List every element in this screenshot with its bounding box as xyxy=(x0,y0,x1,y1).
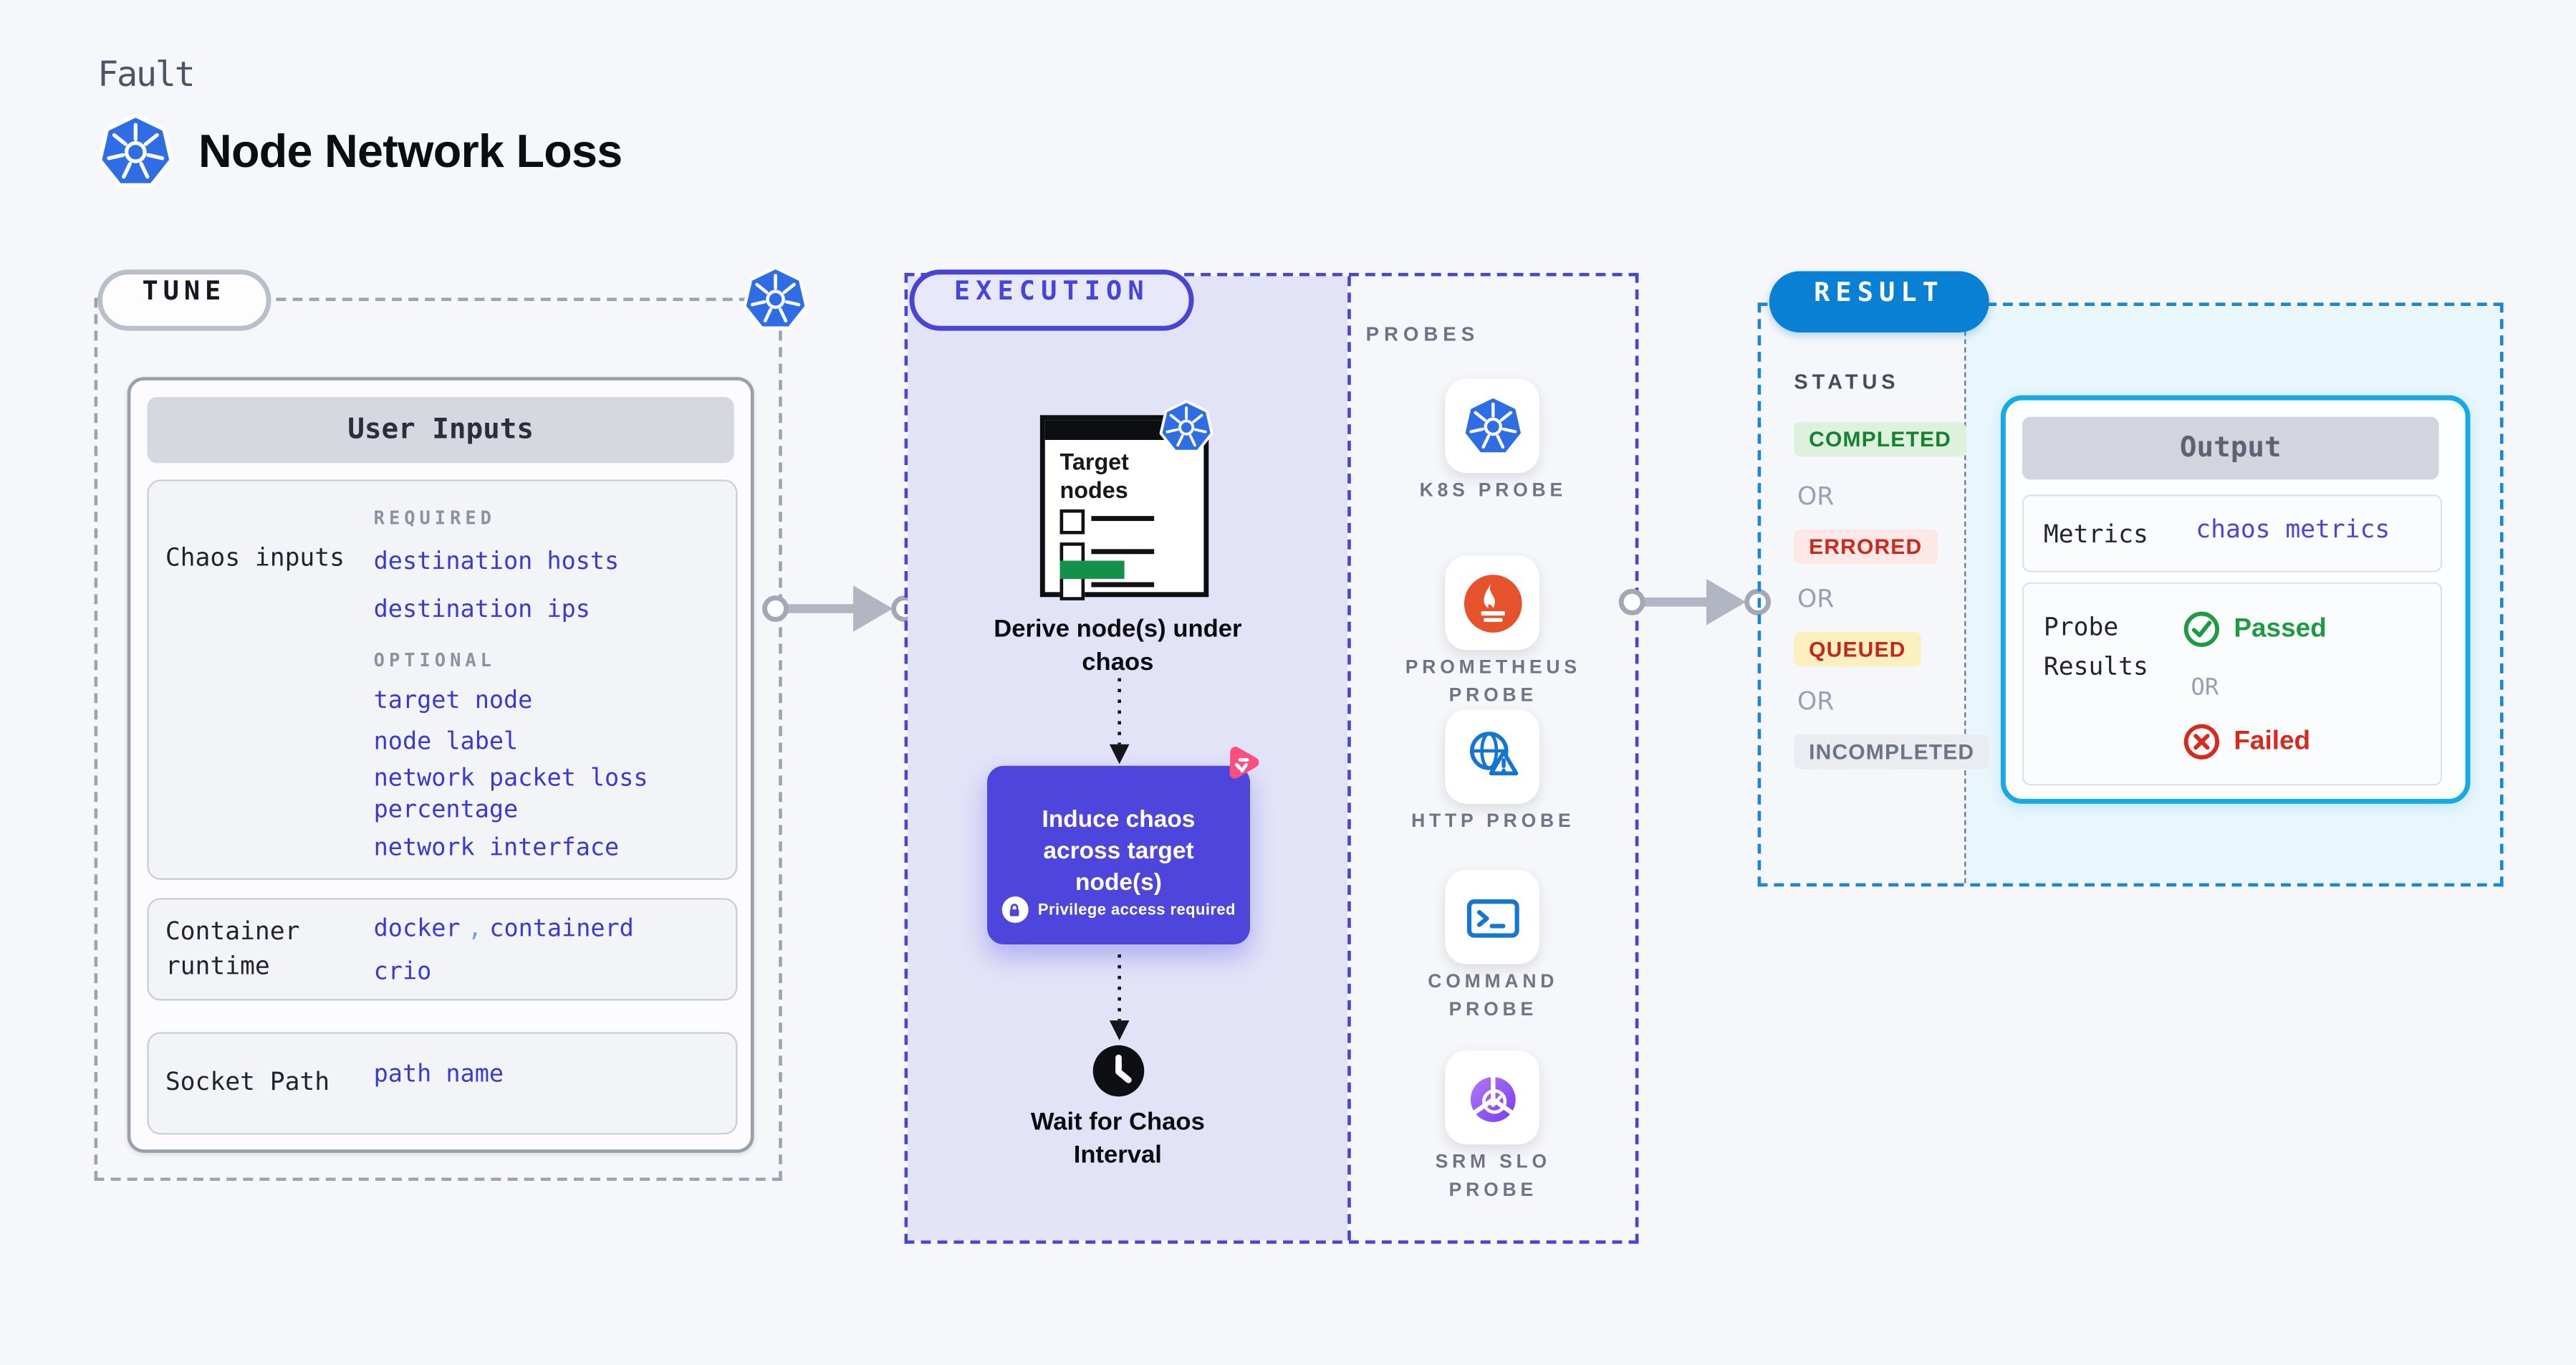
probe-label-srm-slo: SRM SLO PROBE xyxy=(1435,1152,1551,1200)
kubernetes-icon xyxy=(1159,401,1213,455)
page-title: Node Network Loss xyxy=(198,125,623,177)
step-derive-nodes: Derive node(s) under chaos xyxy=(994,615,1242,677)
status-heading: STATUS xyxy=(1794,370,1900,394)
output-title: Output xyxy=(2022,416,2439,480)
probe-card-http xyxy=(1445,709,1539,804)
dotted-arrow-down xyxy=(1109,954,1130,1040)
container-runtime-values: docker , containerd xyxy=(374,914,634,946)
prometheus-icon xyxy=(1461,571,1524,634)
list-line xyxy=(1091,549,1155,554)
input-node-label[interactable]: node label xyxy=(373,729,519,756)
execution-badge: EXECUTION xyxy=(909,269,1194,331)
value-docker[interactable]: docker xyxy=(373,916,461,943)
clock-icon xyxy=(1092,1045,1145,1097)
status-badge-incompleted: INCOMPLETED xyxy=(1794,734,1990,770)
privilege-note-text: Privilege access required xyxy=(1037,900,1236,919)
terminal-icon xyxy=(1461,886,1524,949)
result-badge: RESULT xyxy=(1769,271,1989,332)
check-circle-icon xyxy=(2183,611,2219,647)
required-heading: REQUIRED xyxy=(373,507,496,530)
induce-chaos-title: Induce chaos across target node(s) xyxy=(1042,807,1196,897)
failed-label: Failed xyxy=(2234,727,2311,756)
kubernetes-icon xyxy=(1461,395,1524,458)
status-output-divider xyxy=(1964,306,1966,883)
or-separator: OR xyxy=(1797,686,1835,717)
value-crio[interactable]: crio xyxy=(373,959,432,986)
optional-heading: OPTIONAL xyxy=(373,650,496,672)
socket-path-row: Socket Path path name xyxy=(147,1032,738,1135)
kubernetes-icon xyxy=(97,114,173,190)
step-wait-interval: Wait for Chaos Interval xyxy=(1030,1108,1205,1170)
fault-kicker: Fault xyxy=(97,54,196,95)
tune-badge: TUNE xyxy=(97,269,271,331)
socket-path-label: Socket Path xyxy=(165,1066,330,1097)
chaos-inputs-row: Chaos inputs REQUIRED destination hosts … xyxy=(147,479,738,880)
probe-label-k8s: K8S PROBE xyxy=(1419,481,1567,502)
probe-card-command xyxy=(1445,870,1539,964)
input-target-node[interactable]: target node xyxy=(373,688,533,715)
arrow-execution-to-result xyxy=(1618,578,1772,626)
probe-label-http: HTTP PROBE xyxy=(1411,812,1575,833)
target-nodes-document: Target nodes xyxy=(1039,415,1209,600)
value-path-name[interactable]: path name xyxy=(373,1061,504,1088)
value-separator: , xyxy=(467,916,483,943)
input-network-interface[interactable]: network interface xyxy=(373,835,620,862)
dotted-arrow-down xyxy=(1109,678,1130,765)
checkbox-icon xyxy=(1059,575,1085,600)
target-nodes-title: Target nodes xyxy=(1059,448,1129,503)
checkbox-icon xyxy=(1059,509,1085,535)
input-destination-ips[interactable]: destination ips xyxy=(373,597,590,624)
probe-card-prometheus xyxy=(1445,555,1539,651)
lock-icon xyxy=(1001,896,1029,923)
status-badge-completed: COMPLETED xyxy=(1794,421,1966,457)
globe-warning-icon xyxy=(1459,724,1525,790)
status-badge-queued: QUEUED xyxy=(1794,631,1921,667)
input-network-packet-loss-percentage[interactable]: network packet loss percentage xyxy=(373,765,648,824)
or-separator: OR xyxy=(1797,481,1835,512)
arrow-tune-to-execution xyxy=(762,585,918,632)
slo-pie-check-icon xyxy=(1459,1064,1525,1130)
container-runtime-label: Container runtime xyxy=(165,916,300,981)
or-separator: OR xyxy=(2191,674,2219,701)
chaos-inputs-label: Chaos inputs xyxy=(165,542,345,573)
or-separator: OR xyxy=(1797,583,1835,614)
litmus-chaos-icon xyxy=(1229,747,1259,779)
probe-card-srm-slo xyxy=(1445,1050,1539,1145)
list-line xyxy=(1091,516,1155,520)
probe-label-command: COMMAND PROBE xyxy=(1428,972,1559,1020)
probe-card-k8s xyxy=(1445,378,1539,474)
status-badge-errored: ERRORED xyxy=(1794,529,1938,565)
list-line xyxy=(1091,582,1155,587)
probe-results-label: Probe Results xyxy=(2043,612,2148,681)
value-containerd[interactable]: containerd xyxy=(489,916,634,943)
progress-bar xyxy=(1059,560,1125,579)
user-inputs-panel: User Inputs Chaos inputs REQUIRED destin… xyxy=(127,377,754,1153)
probe-results-row: Probe Results Passed OR Failed xyxy=(2022,582,2443,786)
privilege-note: Privilege access required xyxy=(987,896,1250,923)
execution-probes-divider xyxy=(1347,276,1351,1241)
metrics-label: Metrics xyxy=(2043,519,2148,550)
container-runtime-row: Container runtime docker , containerd cr… xyxy=(147,898,738,1001)
tune-section xyxy=(94,297,782,1182)
kubernetes-icon xyxy=(742,267,808,332)
passed-label: Passed xyxy=(2234,615,2327,643)
probes-heading: PROBES xyxy=(1365,322,1480,346)
input-destination-hosts[interactable]: destination hosts xyxy=(373,549,620,576)
x-circle-icon xyxy=(2183,724,2219,760)
output-panel: Output Metrics chaos metrics Probe Resul… xyxy=(2000,395,2471,804)
probe-label-prometheus: PROMETHEUS PROBE xyxy=(1405,658,1581,706)
chaos-metrics-link[interactable]: chaos metrics xyxy=(2196,514,2390,545)
metrics-row: Metrics chaos metrics xyxy=(2022,494,2443,573)
induce-chaos-card: Induce chaos across target node(s) Privi… xyxy=(986,765,1250,944)
user-inputs-title: User Inputs xyxy=(147,396,734,464)
